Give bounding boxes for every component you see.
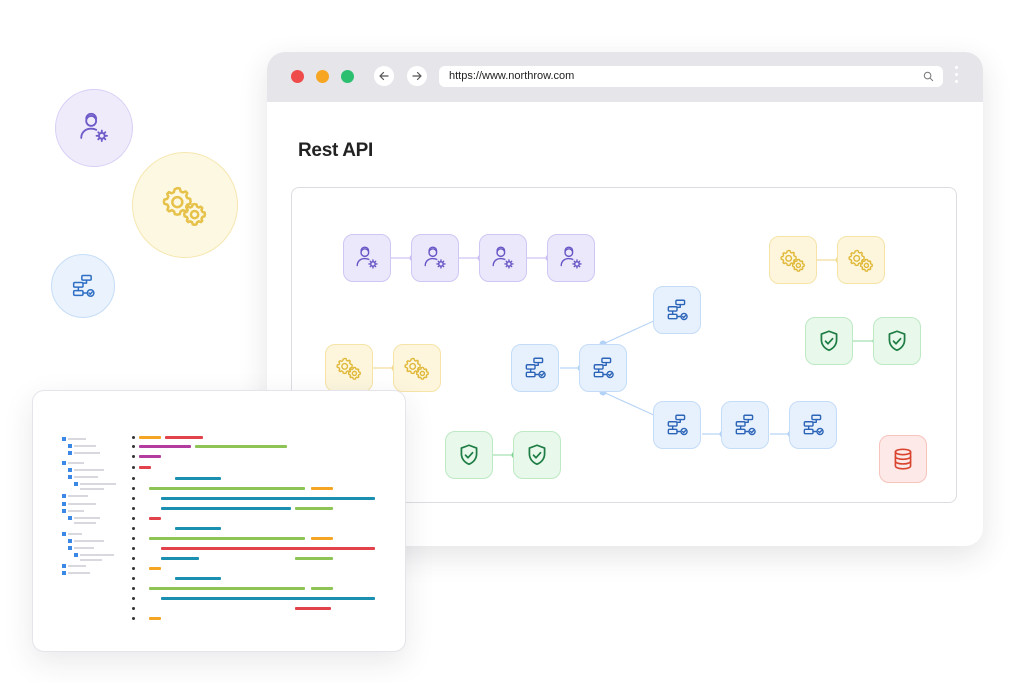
minimize-dot[interactable]: [316, 70, 329, 83]
workflow-node-user-settings[interactable]: [479, 234, 527, 282]
page-title: Rest API: [298, 140, 374, 161]
flowchart-icon: [664, 297, 690, 323]
workflow-node-user-settings[interactable]: [411, 234, 459, 282]
flowchart-icon: [590, 355, 616, 381]
more-options-icon[interactable]: [955, 66, 959, 87]
workflow-canvas: [291, 187, 957, 503]
workflow-node-shield[interactable]: [873, 317, 921, 365]
floating-gears-badge: [132, 152, 238, 258]
back-button[interactable]: [374, 66, 394, 86]
code-panel: [32, 390, 406, 652]
search-icon[interactable]: [923, 71, 934, 82]
workflow-node-flowchart[interactable]: [653, 286, 701, 334]
workflow-node-gears[interactable]: [325, 344, 373, 392]
workflow-node-flowchart[interactable]: [653, 401, 701, 449]
shield-check-icon: [884, 328, 910, 354]
floating-user-settings-badge: [55, 89, 133, 167]
user-settings-icon: [558, 245, 584, 271]
gears-icon: [780, 247, 806, 273]
workflow-node-gears[interactable]: [837, 236, 885, 284]
maximize-dot[interactable]: [341, 70, 354, 83]
arrow-left-icon: [379, 71, 389, 81]
gears-icon: [162, 182, 208, 228]
gears-icon: [336, 355, 362, 381]
workflow-node-flowchart[interactable]: [579, 344, 627, 392]
workflow-node-shield[interactable]: [445, 431, 493, 479]
user-settings-icon: [77, 111, 111, 145]
address-bar[interactable]: https://www.northrow.com: [439, 66, 943, 87]
flowchart-icon: [800, 412, 826, 438]
workflow-node-shield[interactable]: [805, 317, 853, 365]
database-icon: [890, 446, 916, 472]
flowchart-icon: [664, 412, 690, 438]
close-dot[interactable]: [291, 70, 304, 83]
user-settings-icon: [422, 245, 448, 271]
gears-icon: [848, 247, 874, 273]
url-text: https://www.northrow.com: [449, 70, 575, 82]
shield-check-icon: [816, 328, 842, 354]
workflow-node-flowchart[interactable]: [789, 401, 837, 449]
flowchart-icon: [732, 412, 758, 438]
flowchart-icon: [522, 355, 548, 381]
workflow-node-flowchart[interactable]: [511, 344, 559, 392]
workflow-node-user-settings[interactable]: [547, 234, 595, 282]
workflow-node-gears[interactable]: [769, 236, 817, 284]
workflow-node-flowchart[interactable]: [721, 401, 769, 449]
browser-toolbar: https://www.northrow.com: [267, 52, 983, 102]
user-settings-icon: [354, 245, 380, 271]
arrow-right-icon: [412, 71, 422, 81]
workflow-node-shield[interactable]: [513, 431, 561, 479]
floating-flowchart-badge: [51, 254, 115, 318]
user-settings-icon: [490, 245, 516, 271]
flowchart-icon: [69, 272, 97, 300]
shield-check-icon: [524, 442, 550, 468]
workflow-node-user-settings[interactable]: [343, 234, 391, 282]
gears-icon: [404, 355, 430, 381]
shield-check-icon: [456, 442, 482, 468]
forward-button[interactable]: [407, 66, 427, 86]
workflow-node-database[interactable]: [879, 435, 927, 483]
workflow-node-gears[interactable]: [393, 344, 441, 392]
